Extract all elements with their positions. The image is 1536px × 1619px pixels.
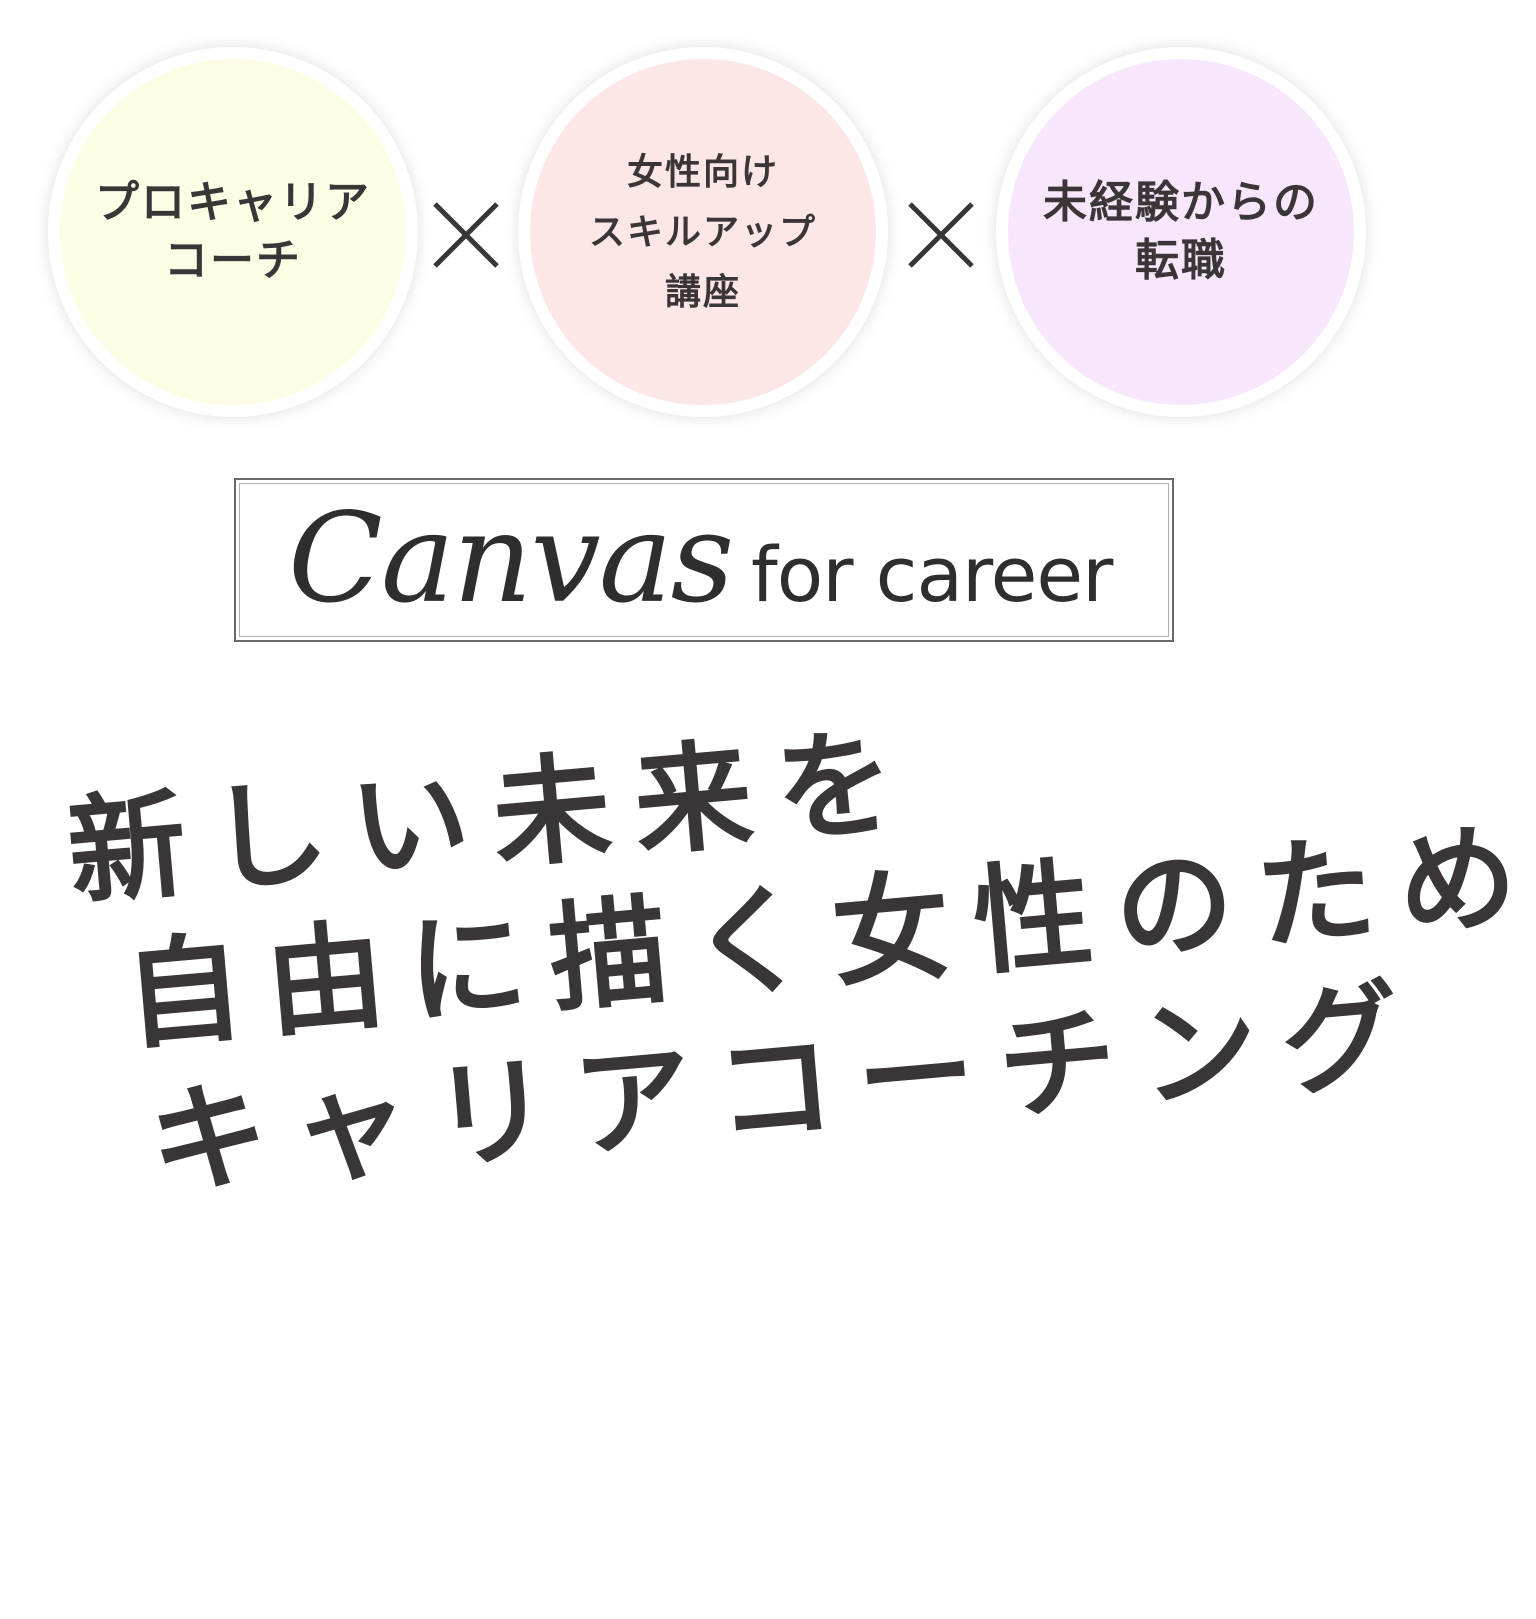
multiply-sign-icon [433, 202, 499, 268]
multiply-sign-icon [908, 202, 974, 268]
logo-suffix: for career [751, 530, 1113, 619]
feature-circle-career-change: 未経験からの 転職 [996, 47, 1366, 417]
hero-tagline: 新しい未来を 自由に描く女性のための キャリアコーチング [62, 654, 1536, 1222]
logo-name: Canvas [288, 487, 734, 631]
feature-circle-label: 女性向け スキルアップ 講座 [588, 151, 817, 313]
feature-circle-label: 未経験からの 転職 [1043, 177, 1319, 286]
brand-logo: Canvas for career [234, 478, 1174, 642]
feature-circle-label: プロキャリア コーチ [95, 177, 371, 286]
logo-frame [239, 483, 1169, 637]
feature-circle-pro-career-coach: プロキャリア コーチ [48, 47, 418, 417]
feature-circle-skillup-course: 女性向け スキルアップ 講座 [518, 47, 888, 417]
